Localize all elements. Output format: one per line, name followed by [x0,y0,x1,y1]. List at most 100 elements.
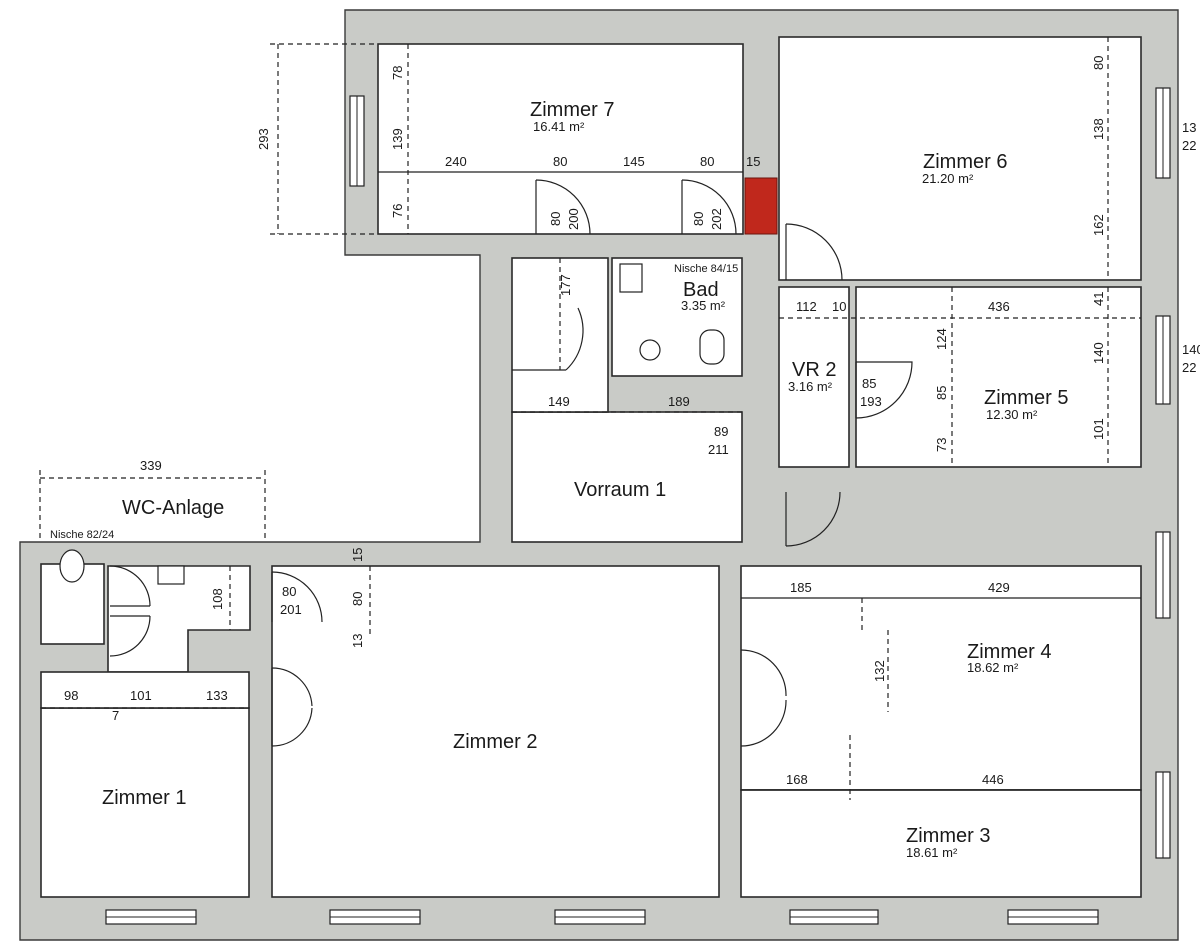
doors [109,179,913,747]
window-bottom-5 [1007,909,1099,925]
dim-112: 112 [796,299,817,314]
room-zimmer-5[interactable] [855,286,1142,468]
room-zimmer-4[interactable] [740,565,1142,791]
dim-73: 73 [934,438,949,452]
dim-15b: 15 [350,548,365,562]
door-zimmer-7-left[interactable] [535,179,591,235]
window-zimmer-7 [349,95,365,187]
dim-76: 76 [390,204,405,218]
dim-101: 101 [1091,418,1106,440]
dim-140-right: 140 [1182,342,1200,357]
window-zimmer-4 [1155,531,1171,619]
door7b-w: 80 [691,212,706,226]
bad-washbasin [639,339,661,361]
fixtures [59,263,725,585]
room-labels: Zimmer 7 16.41 m² Zimmer 6 21.20 m² Zimm… [50,99,1068,860]
label-vorraum-1: Vorraum 1 [574,479,666,501]
room-zimmer-3[interactable] [740,789,1142,898]
dim-101b: 101 [130,688,152,703]
door-corridor-left[interactable] [512,307,584,371]
dim-80b: 80 [700,154,714,169]
dim-162: 162 [1091,214,1106,236]
dim-139: 139 [390,128,405,150]
dim-133: 133 [206,688,228,703]
area-vr-2: 3.16 m² [788,379,833,394]
window-zimmer-5 [1155,315,1171,405]
dim-211: 211 [708,442,729,457]
dim-98: 98 [64,688,78,703]
dim-13-right: 13 [1182,120,1196,135]
dim-293: 293 [256,128,271,150]
dim-145: 145 [623,154,645,169]
wc-toilet [59,549,85,583]
window-bottom-2 [329,909,421,925]
label-wc-anlage: WC-Anlage [122,497,224,519]
windows [105,87,1171,925]
room-vorraum-1[interactable] [511,411,743,543]
door-zimmer-5[interactable] [855,361,913,419]
dim-15a: 15 [746,154,760,169]
dim-193: 193 [860,394,882,409]
door7b-h: 202 [709,208,724,230]
door-vr2-bottom[interactable] [785,491,841,547]
area-zimmer-4: 18.62 m² [967,660,1019,675]
dim-140: 140 [1091,342,1106,364]
room-zimmer-7[interactable] [377,43,744,235]
window-bottom-4 [789,909,879,925]
dim-149: 149 [548,394,570,409]
room-zimmer-2[interactable] [271,565,720,898]
dim-189: 189 [668,394,690,409]
dim-124: 124 [934,328,949,350]
room-zimmer-6[interactable] [778,36,1142,281]
label-vr-2: VR 2 [792,359,836,381]
area-zimmer-3: 18.61 m² [906,845,958,860]
label-zimmer-1: Zimmer 1 [102,787,186,809]
dim-80w: 80 [282,584,296,599]
note-nische-bad: Nische 84/15 [674,263,738,275]
window-zimmer-6 [1155,87,1171,179]
room-zimmer-1[interactable] [40,707,250,898]
label-zimmer-2: Zimmer 2 [453,731,537,753]
label-zimmer-3: Zimmer 3 [906,825,990,847]
window-zimmer-3 [1155,771,1171,859]
label-zimmer-5: Zimmer 5 [984,387,1068,409]
door-zimmer-2-to-4[interactable] [740,649,787,747]
dim-138: 138 [1091,118,1106,140]
dim-240: 240 [445,154,467,169]
door-zimmer-1-to-2[interactable] [271,667,313,747]
area-zimmer-6: 21.20 m² [922,171,974,186]
dim-80-right: 80 [1091,56,1106,70]
door-zimmer-6[interactable] [785,223,843,281]
dim-185: 185 [790,580,812,595]
room-wc-hall[interactable] [40,671,250,709]
dim-446: 446 [982,772,1004,787]
dim-80a: 80 [553,154,567,169]
door-wc-entry[interactable] [271,571,323,623]
dim-78: 78 [390,66,405,80]
dim-22a: 22 [1182,138,1196,153]
dim-429: 429 [988,580,1010,595]
bad-toilet [699,329,725,365]
dim-339: 339 [140,458,162,473]
dim-89: 89 [714,424,728,439]
label-bad: Bad [683,279,719,301]
area-bad: 3.35 m² [681,298,726,313]
dim-7: 7 [112,708,119,723]
dim-177: 177 [558,274,573,296]
room-vr-2[interactable] [778,286,850,468]
dimension-labels: 293 78 139 76 240 80 145 80 15 80 200 80… [64,56,1200,787]
dim-168: 168 [786,772,808,787]
dim-13: 13 [350,634,365,648]
area-zimmer-5: 12.30 m² [986,407,1038,422]
door-zimmer-7-right[interactable] [681,179,737,235]
door7a-w: 80 [548,212,563,226]
door7a-h: 200 [566,208,581,230]
dim-41: 41 [1091,292,1106,306]
chimney-block [744,177,778,235]
dim-132: 132 [872,660,887,682]
door-wc-cabin[interactable] [109,565,151,657]
bad-sink [619,263,643,293]
label-zimmer-6: Zimmer 6 [923,151,1007,173]
dim-201: 201 [280,602,302,617]
